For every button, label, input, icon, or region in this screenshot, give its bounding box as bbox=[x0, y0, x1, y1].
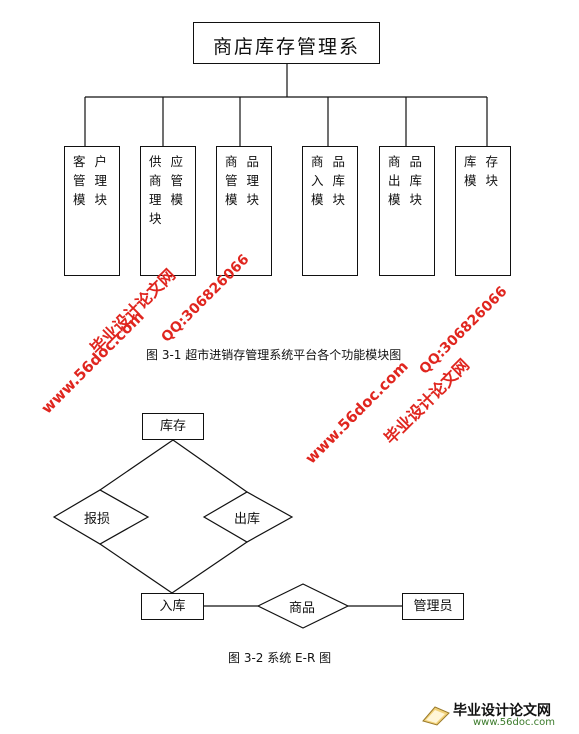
relation-out-label: 出库 bbox=[234, 512, 261, 527]
module-goods: 商品管理模块 bbox=[216, 146, 272, 276]
book-logo-icon bbox=[422, 706, 450, 726]
entity-inventory: 库存 bbox=[142, 413, 204, 440]
module-label: 商品出库模块 bbox=[388, 154, 432, 207]
module-goods-out: 商品出库模块 bbox=[379, 146, 435, 276]
module-inventory: 库存模块 bbox=[455, 146, 511, 276]
figure-caption-1: 图 3-1 超市进销存管理系统平台各个功能模块图 bbox=[146, 348, 402, 362]
footer-site-url: www.56doc.com bbox=[473, 717, 556, 728]
module-customer: 客户管理模块 bbox=[64, 146, 120, 276]
entity-admin-label: 管理员 bbox=[413, 599, 453, 614]
module-label: 商品入库模块 bbox=[311, 154, 355, 207]
entity-stock-in: 入库 bbox=[141, 593, 204, 620]
system-root-box: 商店库存管理系 bbox=[193, 22, 380, 64]
entity-admin: 管理员 bbox=[402, 593, 464, 620]
module-supplier: 供应商管理模块 bbox=[140, 146, 196, 276]
entity-stock-in-label: 入库 bbox=[159, 599, 186, 614]
diamond-out bbox=[202, 491, 294, 543]
module-label: 库存模块 bbox=[464, 154, 508, 188]
relation-loss-label: 报损 bbox=[84, 512, 111, 527]
system-root-title: 商店库存管理系 bbox=[212, 36, 360, 58]
module-label: 供应商管理模块 bbox=[149, 154, 193, 226]
relation-goods-label: 商品 bbox=[289, 601, 316, 616]
module-label: 客户管理模块 bbox=[73, 154, 117, 207]
footer-site-cn: 毕业设计论文网 bbox=[453, 703, 551, 719]
footer-logo: 毕业设计论文网 www.56doc.com bbox=[421, 700, 571, 730]
figure-caption-2: 图 3-2 系统 E-R 图 bbox=[228, 651, 332, 665]
module-goods-in: 商品入库模块 bbox=[302, 146, 358, 276]
entity-inventory-label: 库存 bbox=[159, 419, 186, 434]
diamond-loss bbox=[52, 489, 150, 545]
module-label: 商品管理模块 bbox=[225, 154, 269, 207]
